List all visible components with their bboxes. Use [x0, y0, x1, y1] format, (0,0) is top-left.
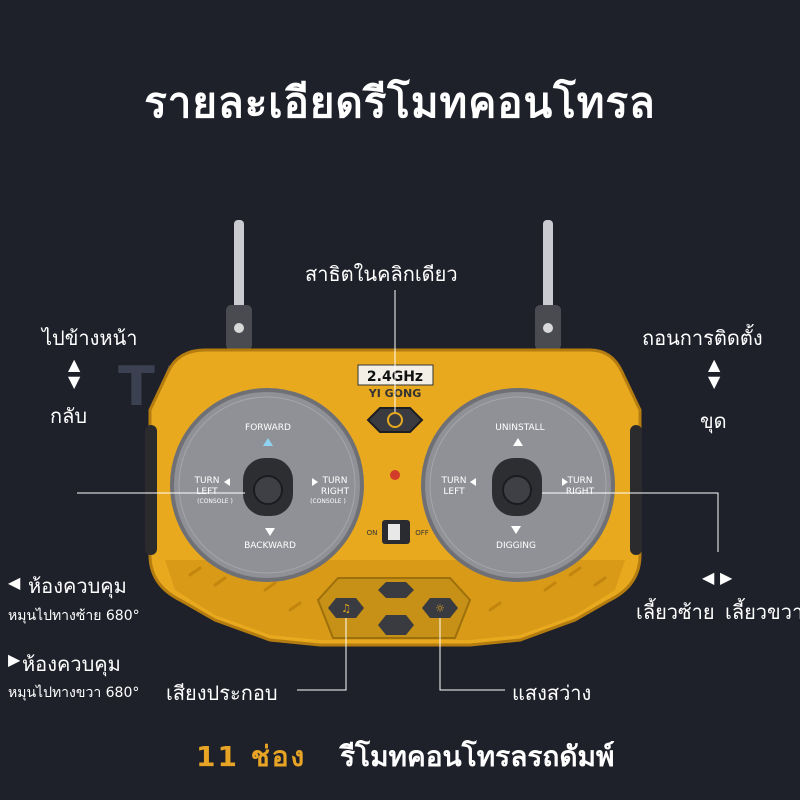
sound-label: เสียงประกอบ	[166, 681, 278, 705]
demo-label: สาธิตในคลิกเดียว	[305, 262, 458, 286]
up-arrow-icon: ▲	[68, 355, 81, 374]
cab-left-title: ห้องควบคุม	[28, 574, 127, 598]
center-top-button[interactable]	[378, 582, 414, 598]
right-arrow-icon: ▶	[8, 650, 21, 669]
left-pad-turn-left-2: LEFT	[196, 487, 218, 497]
right-pad-turn-right-1: TURN	[566, 476, 592, 486]
left-arrow-icon: ◀	[8, 573, 21, 592]
cab-right-title: ห้องควบคุม	[22, 652, 121, 676]
turn-right-label: เลี้ยวขวา	[725, 600, 800, 624]
right-pad-uninstall-label: UNINSTALL	[495, 423, 544, 433]
left-pad-turn-left-3: (CONSOLE )	[197, 498, 233, 505]
power-led	[390, 470, 400, 480]
back-label: กลับ	[50, 404, 88, 428]
turn-left-label: เลี้ยวซ้าย	[636, 600, 715, 624]
cab-right-subtitle: หมุนไปทางขวา 680°	[8, 685, 140, 701]
channel-count: 11 ช่อง	[196, 740, 307, 773]
right-callout-line	[542, 492, 719, 552]
switch-off-label: OFF	[415, 529, 429, 537]
left-joystick[interactable]	[243, 458, 293, 516]
left-pad-turn-right-1: TURN	[321, 476, 347, 486]
right-pad-turn-left-2: LEFT	[443, 487, 465, 497]
left-pad-backward-label: BACKWARD	[244, 541, 296, 551]
dig-label: ขุด	[700, 409, 727, 433]
left-pad-turn-right-2: RIGHT	[321, 487, 350, 497]
switch-on-label: ON	[367, 529, 378, 537]
right-antenna	[535, 220, 561, 350]
right-pad-turn-left-1: TURN	[440, 476, 466, 486]
uninstall-label: ถอนการติดตั้ง	[642, 326, 763, 350]
svg-text:☼: ☼	[435, 602, 445, 615]
right-joystick[interactable]	[492, 458, 542, 516]
page-title: รายละเอียดรีโมทคอนโทรล	[144, 78, 656, 127]
svg-text:♫: ♫	[341, 602, 351, 615]
product-name: รีโมทคอนโทรลรถดัมพ์	[340, 740, 615, 773]
left-pad-forward-label: FORWARD	[245, 423, 291, 433]
turn-left-arrow-icon: ◀	[702, 568, 715, 587]
right-pad-turn-right-2: RIGHT	[566, 487, 595, 497]
down-arrow-icon-right: ▼	[708, 372, 721, 391]
right-pad-digging-label: DIGGING	[496, 541, 536, 551]
light-callout-line	[439, 618, 505, 691]
left-antenna	[226, 220, 252, 350]
down-arrow-icon: ▼	[68, 372, 81, 391]
left-pad-turn-left-1: TURN	[193, 476, 219, 486]
light-button[interactable]: ☼	[422, 598, 458, 618]
cab-left-subtitle: หมุนไปทางซ้าย 680°	[8, 608, 140, 624]
demo-button[interactable]	[366, 407, 424, 433]
sound-callout-line	[297, 618, 347, 691]
center-bottom-button[interactable]	[378, 615, 414, 635]
light-label: แสงสว่าง	[512, 681, 592, 705]
sound-button[interactable]: ♫	[328, 598, 364, 618]
left-pad-turn-right-3: (CONSOLE )	[310, 498, 346, 505]
up-arrow-icon-right: ▲	[708, 355, 721, 374]
forward-label: ไปข้างหน้า	[42, 326, 138, 350]
turn-right-arrow-icon: ▶	[720, 568, 733, 587]
power-switch[interactable]	[382, 520, 410, 544]
